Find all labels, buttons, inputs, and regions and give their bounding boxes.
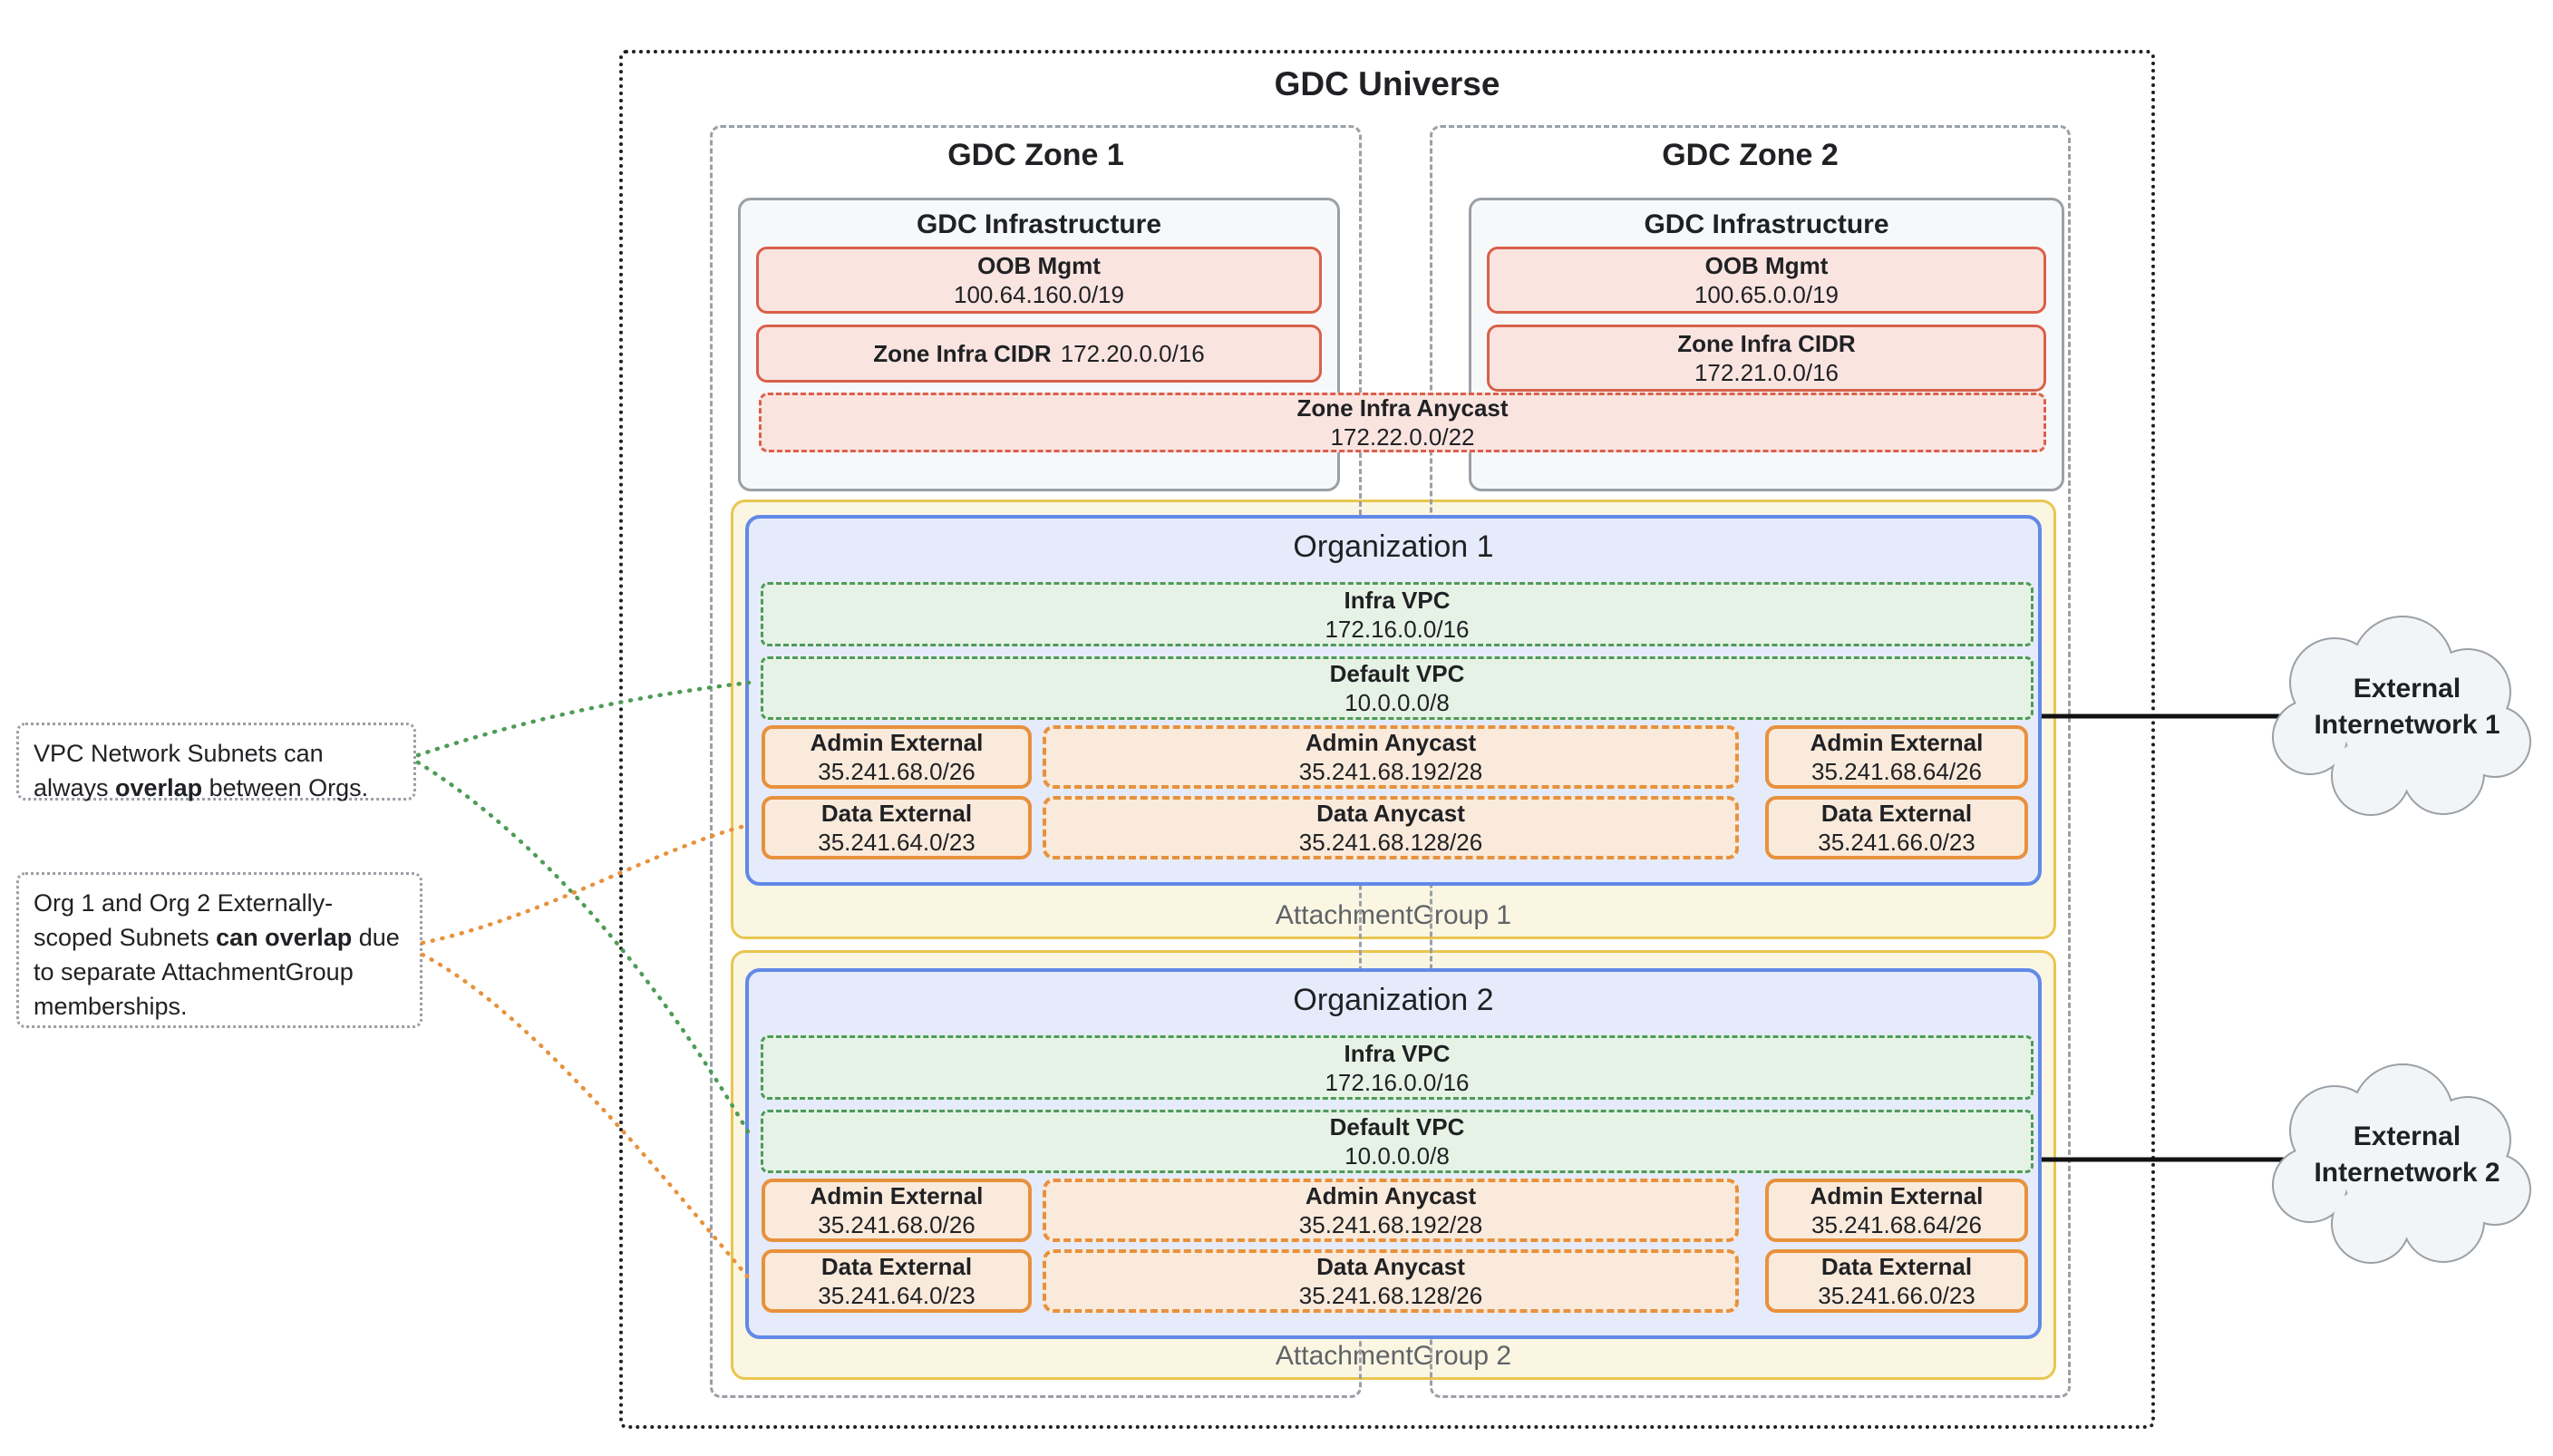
subnet-cidr: 35.241.68.64/26 — [1811, 1211, 1982, 1238]
infra-vpc-label: Infra VPC — [1344, 1039, 1451, 1067]
zone-infra-cidr-label: Zone Infra CIDR — [1677, 330, 1856, 357]
organization-1-box: Organization 1 Infra VPC 172.16.0.0/16 D… — [745, 515, 2042, 886]
attachment-group-1-label: AttachmentGroup 1 — [1275, 900, 1512, 930]
subnet-cidr: 35.241.68.128/26 — [1298, 1282, 1483, 1309]
zone-2-oob-mgmt-box: OOB Mgmt 100.65.0.0/19 — [1487, 247, 2046, 314]
subnet-label: Data External — [820, 800, 973, 827]
zone-infra-anycast-label: Zone Infra Anycast — [1296, 394, 1509, 422]
subnet-cidr: 35.241.68.64/26 — [1811, 758, 1982, 785]
subnet-label: Admin External — [810, 1182, 984, 1209]
org2-data-external-zone2-box: Data External 35.241.66.0/23 — [1765, 1249, 2028, 1313]
subnet-label: Admin External — [810, 729, 984, 756]
external-internetwork-1-label: External Internetwork 1 — [2314, 674, 2500, 740]
org1-data-external-zone2-box: Data External 35.241.66.0/23 — [1765, 796, 2028, 859]
zone-infra-anycast-box: Zone Infra Anycast 172.22.0.0/22 — [759, 393, 2046, 452]
subnet-label: Data External — [820, 1253, 973, 1280]
oob-mgmt-cidr: 100.64.160.0/19 — [954, 281, 1124, 308]
annotation-text: due to separate AttachmentGroup membersh… — [34, 924, 400, 1020]
universe-title: GDC Universe — [1274, 65, 1500, 102]
zone-1-infrastructure-title: GDC Infrastructure — [916, 209, 1162, 239]
subnet-label: Admin Anycast — [1305, 1182, 1477, 1209]
org2-admin-external-zone2-box: Admin External 35.241.68.64/26 — [1765, 1179, 2028, 1242]
subnet-cidr: 35.241.68.0/26 — [818, 758, 976, 785]
subnet-label: Data External — [1820, 800, 1973, 827]
zone-2-infrastructure-title: GDC Infrastructure — [1644, 209, 1889, 239]
subnet-cidr: 35.241.64.0/23 — [818, 829, 976, 856]
default-vpc-cidr: 10.0.0.0/8 — [1344, 689, 1450, 716]
organization-2-title: Organization 2 — [1293, 983, 1494, 1017]
org2-data-anycast-box: Data Anycast 35.241.68.128/26 — [1043, 1249, 1739, 1313]
subnet-label: Admin Anycast — [1305, 729, 1477, 756]
zone-1-title: GDC Zone 1 — [947, 138, 1124, 172]
annotation-text: VPC Network Subnets can always — [34, 740, 324, 801]
subnet-cidr: 35.241.68.192/28 — [1298, 1211, 1483, 1238]
cloud-icon — [2272, 1063, 2531, 1264]
zone-2-title: GDC Zone 2 — [1662, 138, 1839, 172]
annotation-text-bold: can overlap — [216, 924, 353, 951]
subnet-label: Admin External — [1810, 729, 1984, 756]
zone-infra-cidr-value: 172.20.0.0/16 — [1060, 340, 1205, 367]
infra-vpc-cidr: 172.16.0.0/16 — [1325, 615, 1470, 643]
subnet-cidr: 35.241.68.192/28 — [1298, 758, 1483, 785]
subnet-label: Data External — [1820, 1253, 1973, 1280]
subnet-label: Data Anycast — [1316, 800, 1465, 827]
org2-default-vpc-box: Default VPC 10.0.0.0/8 — [761, 1110, 2034, 1173]
zone-infra-cidr-value: 172.21.0.0/16 — [1694, 359, 1840, 386]
subnet-cidr: 35.241.66.0/23 — [1818, 829, 1975, 856]
oob-mgmt-label: OOB Mgmt — [977, 252, 1101, 279]
org1-data-external-zone1-box: Data External 35.241.64.0/23 — [762, 796, 1032, 859]
external-internetwork-2-label: External Internetwork 2 — [2314, 1121, 2500, 1188]
infra-vpc-label: Infra VPC — [1344, 586, 1451, 614]
subnet-cidr: 35.241.66.0/23 — [1818, 1282, 1975, 1309]
org2-admin-external-zone1-box: Admin External 35.241.68.0/26 — [762, 1179, 1032, 1242]
annotation-text: between Orgs. — [202, 774, 369, 801]
default-vpc-label: Default VPC — [1329, 1113, 1465, 1141]
org1-admin-external-zone1-box: Admin External 35.241.68.0/26 — [762, 725, 1032, 789]
zone-1-infra-cidr-box: Zone Infra CIDR 172.20.0.0/16 — [756, 325, 1322, 383]
org1-default-vpc-box: Default VPC 10.0.0.0/8 — [761, 656, 2034, 720]
organization-1-title: Organization 1 — [1293, 529, 1494, 564]
zone-2-infra-cidr-box: Zone Infra CIDR 172.21.0.0/16 — [1487, 325, 2046, 392]
oob-mgmt-cidr: 100.65.0.0/19 — [1694, 281, 1840, 308]
org2-admin-anycast-box: Admin Anycast 35.241.68.192/28 — [1043, 1179, 1739, 1242]
oob-mgmt-label: OOB Mgmt — [1704, 252, 1829, 279]
org2-data-external-zone1-box: Data External 35.241.64.0/23 — [762, 1249, 1032, 1313]
default-vpc-label: Default VPC — [1329, 660, 1465, 687]
annotation-external-subnets-overlap: Org 1 and Org 2 Externally-scoped Subnet… — [16, 872, 422, 1028]
organization-2-box: Organization 2 Infra VPC 172.16.0.0/16 D… — [745, 968, 2042, 1339]
org1-data-anycast-box: Data Anycast 35.241.68.128/26 — [1043, 796, 1739, 859]
subnet-cidr: 35.241.68.0/26 — [818, 1211, 976, 1238]
annotation-overlap-between-orgs: VPC Network Subnets can always overlap b… — [16, 723, 416, 801]
zone-infra-anycast-cidr: 172.22.0.0/22 — [1330, 423, 1475, 451]
external-internetwork-1: External Internetwork 1 — [2267, 615, 2548, 832]
subnet-cidr: 35.241.64.0/23 — [818, 1282, 976, 1309]
org1-admin-external-zone2-box: Admin External 35.241.68.64/26 — [1765, 725, 2028, 789]
org2-infra-vpc-box: Infra VPC 172.16.0.0/16 — [761, 1035, 2034, 1100]
zone-1-oob-mgmt-box: OOB Mgmt 100.64.160.0/19 — [756, 247, 1322, 314]
subnet-label: Data Anycast — [1316, 1253, 1465, 1280]
default-vpc-cidr: 10.0.0.0/8 — [1344, 1142, 1450, 1170]
infra-vpc-cidr: 172.16.0.0/16 — [1325, 1068, 1470, 1096]
subnet-cidr: 35.241.68.128/26 — [1298, 829, 1483, 856]
attachment-group-2-label: AttachmentGroup 2 — [1275, 1341, 1512, 1371]
org1-admin-anycast-box: Admin Anycast 35.241.68.192/28 — [1043, 725, 1739, 789]
annotation-text: Org 1 and Org 2 Externally-scoped Subnet… — [34, 889, 334, 951]
subnet-label: Admin External — [1810, 1182, 1984, 1209]
zone-infra-cidr-label: Zone Infra CIDR — [873, 340, 1052, 367]
external-internetwork-2: External Internetwork 2 — [2267, 1063, 2548, 1280]
annotation-text-bold: overlap — [115, 774, 203, 801]
cloud-icon — [2272, 616, 2531, 816]
org1-infra-vpc-box: Infra VPC 172.16.0.0/16 — [761, 582, 2034, 646]
